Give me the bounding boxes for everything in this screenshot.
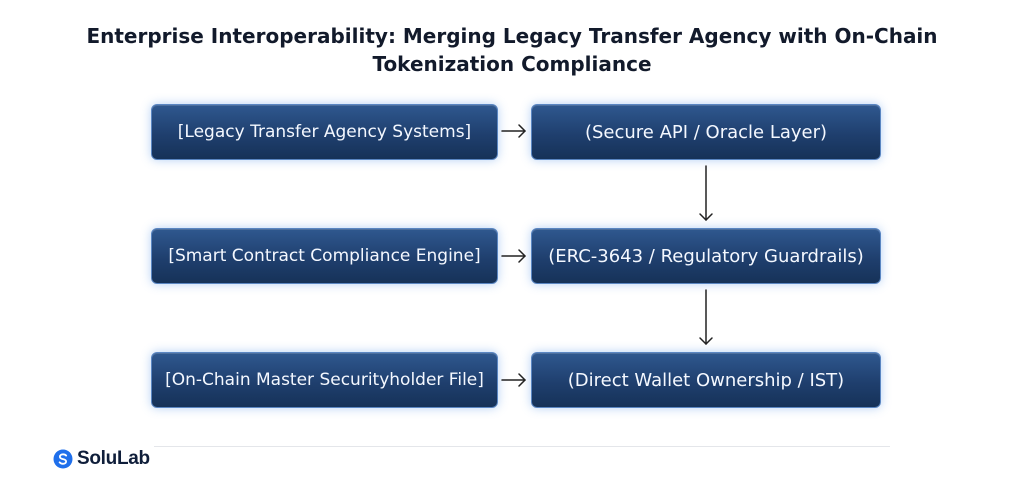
edge-erc-guardrails-to-wallet-ownership [699, 289, 713, 345]
diagram-title-line-1: Enterprise Interoperability: Merging Leg… [86, 24, 938, 48]
diagram-title: Enterprise Interoperability: Merging Leg… [0, 22, 1024, 78]
node-legacy-transfer-agency-systems: [Legacy Transfer Agency Systems] [151, 104, 498, 160]
edge-secure-api-to-erc-guardrails [699, 165, 713, 221]
edge-legacy-to-secure-api [501, 124, 526, 138]
node-direct-wallet-ownership-ist: (Direct Wallet Ownership / IST) [531, 352, 881, 408]
footer-divider [154, 446, 890, 447]
node-smart-contract-compliance-engine: [Smart Contract Compliance Engine] [151, 228, 498, 284]
brand-name: SoluLab [77, 448, 150, 469]
brand-logo: SoluLab [53, 447, 150, 471]
edge-master-file-to-wallet-ownership [501, 373, 526, 387]
node-erc-3643-regulatory-guardrails: (ERC-3643 / Regulatory Guardrails) [531, 228, 881, 284]
solulab-logo-icon [53, 449, 73, 469]
diagram-title-line-2: Tokenization Compliance [372, 52, 652, 76]
node-secure-api-oracle-layer: (Secure API / Oracle Layer) [531, 104, 881, 160]
node-on-chain-master-securityholder-file: [On-Chain Master Securityholder File] [151, 352, 498, 408]
edge-compliance-engine-to-erc-guardrails [501, 249, 526, 263]
